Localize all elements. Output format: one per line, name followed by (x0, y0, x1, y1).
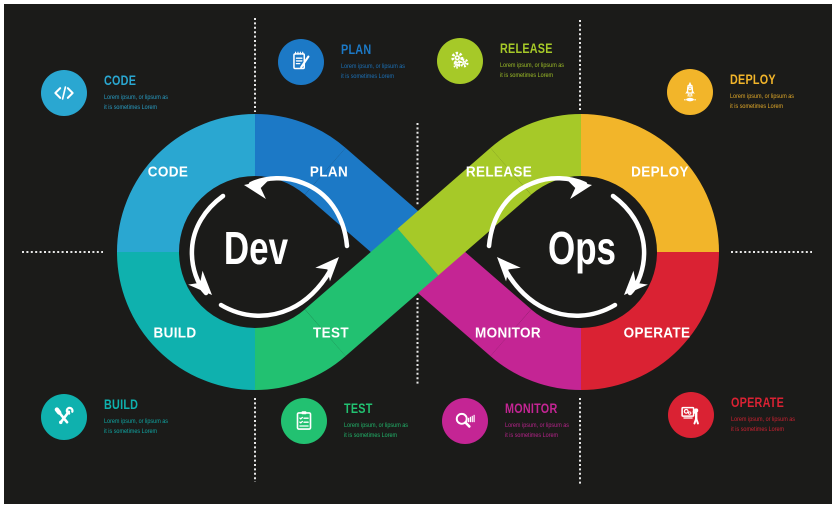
ring-label-code: CODE (147, 163, 189, 181)
callout-title: TEST (344, 400, 373, 416)
code-icon (41, 70, 87, 116)
code-arc (117, 114, 257, 254)
deploy-arc (579, 114, 719, 254)
build-arc (117, 250, 257, 390)
callout-description: Lorem ipsum, or lipsum as it is sometime… (505, 421, 570, 439)
release-arc (490, 114, 583, 196)
checklist-icon (281, 398, 327, 444)
ring-label-deploy: DEPLOY (631, 163, 689, 181)
callout-description: Lorem ipsum, or lipsum as it is sometime… (500, 61, 565, 79)
callout-title: MONITOR (505, 400, 558, 416)
callout-title: OPERATE (731, 394, 785, 410)
ring-label-plan: PLAN (309, 163, 349, 181)
callout-title: PLAN (341, 41, 372, 57)
operate-arc (579, 250, 719, 390)
callout-code: CODE Lorem ipsum, or lipsum as it is som… (41, 70, 224, 116)
callout-title: BUILD (104, 396, 139, 412)
callout-test: TEST Lorem ipsum, or lipsum as it is som… (281, 398, 464, 444)
plan-icon (278, 39, 324, 85)
callout-title: RELEASE (500, 40, 553, 56)
callout-title: DEPLOY (730, 71, 776, 87)
ring-label-monitor: MONITOR (474, 324, 542, 342)
ops-arrowheads (497, 179, 648, 295)
quadrant-divider-dotted-lines (22, 18, 812, 484)
ring-label-test: TEST (313, 324, 349, 342)
ops-label: Ops (548, 221, 616, 274)
ring-label-release: RELEASE (465, 163, 533, 181)
ring-label-build: BUILD (153, 324, 197, 342)
callout-description: Lorem ipsum, or lipsum as it is sometime… (104, 93, 169, 111)
test-arc (253, 308, 346, 390)
test-band (304, 228, 439, 357)
callout-operate: OPERATE Lorem ipsum, or lipsum as it is … (668, 392, 836, 438)
callout-build: BUILD Lorem ipsum, or lipsum as it is so… (41, 394, 224, 440)
callout-description: Lorem ipsum, or lipsum as it is sometime… (341, 62, 406, 80)
ops-cycle-arrows (486, 176, 648, 318)
callout-description: Lorem ipsum, or lipsum as it is sometime… (344, 421, 409, 439)
infinity-ribbon (117, 114, 719, 390)
dev-arrowheads (188, 179, 339, 295)
ring-label-operate: OPERATE (623, 324, 691, 342)
dev-cycle-arrows (188, 176, 350, 318)
monitor-arc (490, 308, 583, 390)
callout-monitor: MONITOR Lorem ipsum, or lipsum as it is … (442, 398, 625, 444)
magnifier-chart-icon (442, 398, 488, 444)
callout-title: CODE (104, 72, 137, 88)
callout-deploy: DEPLOY Lorem ipsum, or lipsum as it is s… (667, 69, 836, 115)
presenter-icon (668, 392, 714, 438)
dev-label: Dev (223, 221, 289, 274)
callout-description: Lorem ipsum, or lipsum as it is sometime… (730, 92, 795, 110)
callout-release: RELEASE Lorem ipsum, or lipsum as it is … (437, 38, 620, 84)
plan-arc (253, 114, 346, 196)
gears-icon (437, 38, 483, 84)
callout-plan: PLAN Lorem ipsum, or lipsum as it is som… (278, 39, 461, 85)
tools-icon (41, 394, 87, 440)
callout-description: Lorem ipsum, or lipsum as it is sometime… (104, 417, 169, 435)
rocket-icon (667, 69, 713, 115)
callout-description: Lorem ipsum, or lipsum as it is sometime… (731, 415, 796, 433)
release-band (397, 147, 532, 276)
